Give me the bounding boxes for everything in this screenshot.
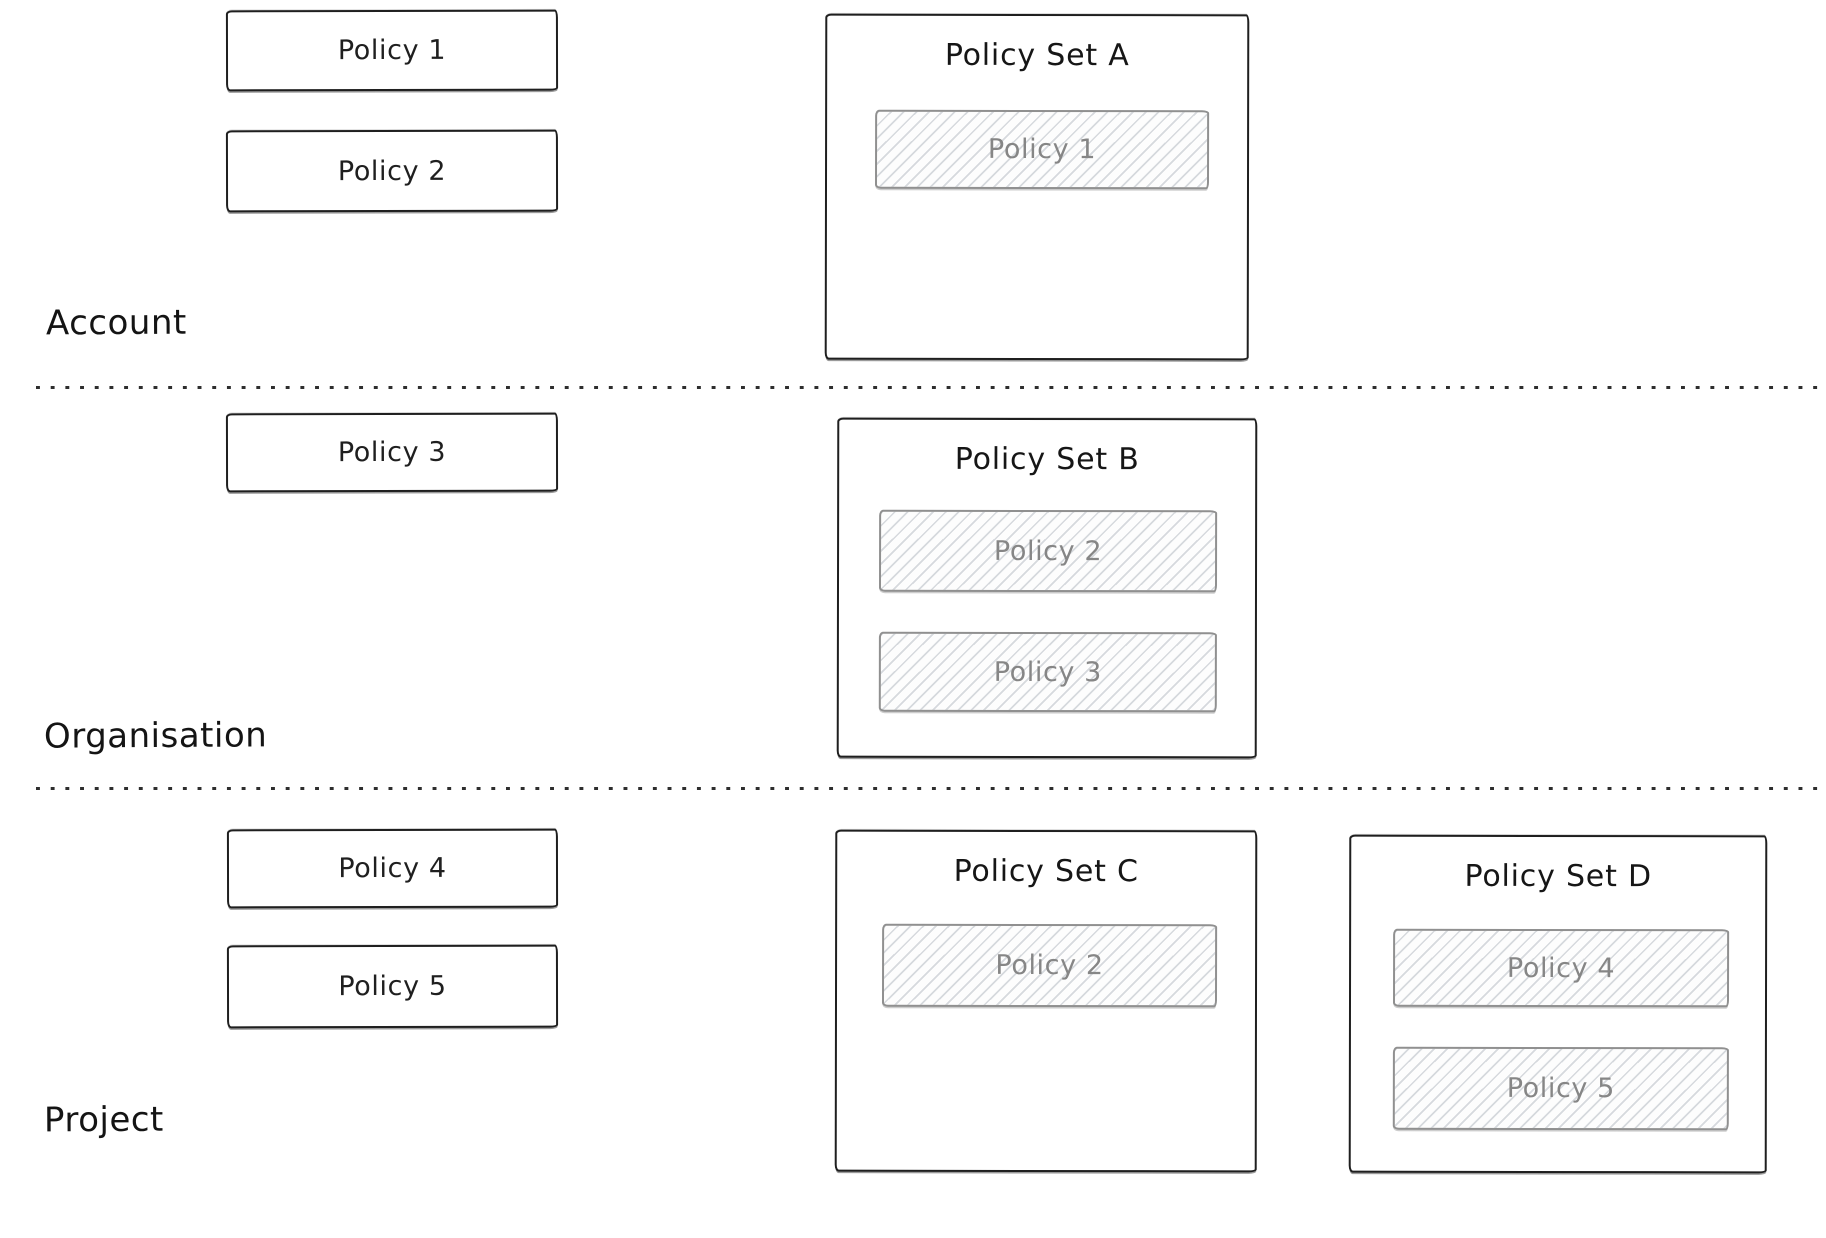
tier-divider-account-organisation bbox=[36, 385, 1826, 389]
policy-set-d-title: Policy Set D bbox=[1464, 858, 1652, 895]
policy-set-b-member-policy-3: Policy 3 bbox=[878, 631, 1217, 713]
policy-set-c-title: Policy Set C bbox=[953, 853, 1139, 890]
member-label: Policy 2 bbox=[993, 535, 1103, 567]
policy-set-b-member-policy-2: Policy 2 bbox=[878, 509, 1218, 593]
policy-set-d-member-policy-5: Policy 5 bbox=[1392, 1046, 1729, 1131]
member-label: Policy 1 bbox=[987, 133, 1097, 166]
policy-set-b-container: Policy Set B Policy 2 Policy 3 bbox=[836, 417, 1258, 759]
policy-box-label: Policy 4 bbox=[338, 852, 447, 885]
policy-set-a-container: Policy Set A Policy 1 bbox=[824, 13, 1250, 361]
policy-box-policy-2: Policy 2 bbox=[225, 129, 559, 213]
member-label: Policy 5 bbox=[1506, 1072, 1615, 1105]
policy-box-policy-4: Policy 4 bbox=[226, 828, 559, 909]
policy-box-label: Policy 3 bbox=[337, 436, 447, 469]
policy-box-policy-5: Policy 5 bbox=[226, 944, 559, 1029]
policy-set-b-title: Policy Set B bbox=[954, 441, 1140, 478]
policy-set-d-container: Policy Set D Policy 4 Policy 5 bbox=[1348, 834, 1768, 1174]
tier-label-account: Account bbox=[45, 302, 187, 344]
policy-set-a-title: Policy Set A bbox=[944, 37, 1130, 74]
policy-box-label: Policy 5 bbox=[338, 970, 447, 1003]
tier-label-organisation: Organisation bbox=[43, 715, 268, 757]
member-label: Policy 3 bbox=[993, 656, 1102, 688]
policy-set-c-container: Policy Set C Policy 2 bbox=[834, 829, 1258, 1173]
policy-set-d-member-policy-4: Policy 4 bbox=[1392, 928, 1730, 1008]
policy-box-label: Policy 1 bbox=[337, 34, 447, 67]
tier-label-project: Project bbox=[43, 1099, 164, 1141]
policy-box-policy-3: Policy 3 bbox=[225, 412, 559, 493]
policy-set-c-member-policy-2: Policy 2 bbox=[881, 923, 1218, 1008]
member-label: Policy 4 bbox=[1506, 952, 1616, 984]
policy-box-policy-1: Policy 1 bbox=[225, 9, 559, 92]
policy-set-a-member-policy-1: Policy 1 bbox=[874, 109, 1210, 190]
tier-divider-organisation-project bbox=[36, 786, 1826, 790]
member-label: Policy 2 bbox=[995, 949, 1104, 982]
policy-box-label: Policy 2 bbox=[337, 155, 447, 187]
